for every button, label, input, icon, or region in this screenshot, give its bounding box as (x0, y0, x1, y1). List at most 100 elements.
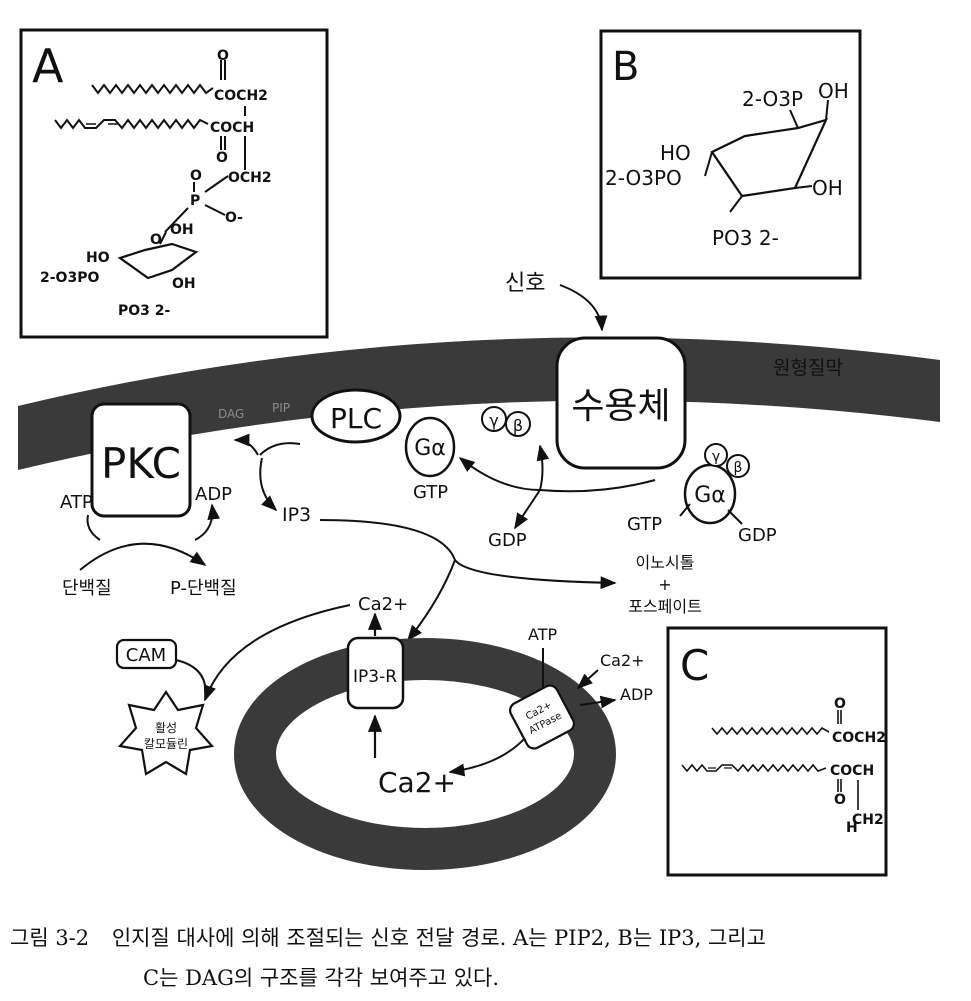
pip2-phosphorus: P (190, 193, 200, 209)
ip3-oh-right: OH (812, 176, 843, 200)
adp-pump-label: ADP (620, 685, 653, 704)
to-gamma-beta-arrow (536, 444, 550, 491)
ca-cytosol-label: Ca2+ (358, 594, 408, 615)
dag-h: H (846, 820, 858, 836)
signal-label: 신호 (505, 271, 545, 296)
panel-a-letter: A (32, 39, 64, 93)
gdp-right-connector (727, 509, 743, 525)
active-label-1: 활성 (155, 721, 177, 735)
endoplasmic-reticulum (234, 638, 616, 870)
g-alpha-left (404, 416, 456, 478)
ip3-ho: HO (660, 141, 691, 165)
receptor-label: 수용체 (571, 386, 670, 427)
ip3-label: IP3 (282, 504, 311, 526)
caption-text-1: 인지질 대사에 의해 조절되는 신호 전달 경로. A는 PIP2, B는 IP… (111, 926, 766, 950)
ip3-release-arrow (259, 457, 278, 512)
active-label-2: 칼모듈린 (144, 737, 188, 751)
phosphate-label: 포스페이트 (628, 597, 702, 616)
beta-subunit-left (505, 411, 531, 437)
exchange-line (539, 479, 656, 493)
phosphorylation-arrow (79, 542, 207, 571)
plasma-membrane-label: 원형질막 (773, 357, 843, 379)
pkc-enzyme (90, 402, 192, 518)
atp-line (86, 514, 101, 541)
pip2-cleavage-line (259, 442, 301, 456)
dag-cooch2: COCH2 (832, 730, 886, 746)
active-calmodulin-star (117, 690, 215, 776)
ip3-o3po: 2-O3PO (605, 166, 682, 190)
ca-atpase-pump: Ca2+ ATPase (509, 684, 575, 750)
cam-line (175, 659, 207, 701)
ip3-to-receptor-arrow (407, 559, 456, 642)
plasma-membrane (18, 337, 940, 470)
gdp-release-arrow (514, 489, 541, 530)
p-protein-label: P-단백질 (170, 578, 237, 599)
gdp-right-label: GDP (738, 525, 777, 546)
pip2-oh-top: OH (170, 222, 194, 238)
atp-pump-label: ATP (528, 625, 557, 644)
pip2-o-ring: O (150, 232, 162, 248)
panel-c-letter: C (680, 641, 709, 690)
gtp-left-label: GTP (413, 482, 448, 503)
ca-to-calmodulin-arrow (203, 604, 351, 702)
figure-caption: 그림 3-2 인지질 대사에 의해 조절되는 신호 전달 경로. A는 PIP2… (10, 918, 965, 998)
plc-label: PLC (330, 402, 382, 435)
cam-label: CAM (126, 645, 166, 666)
pip2-ch2: OCH2 (228, 170, 272, 186)
caption-line-2: C는 DAG의 구조를 각각 보여주고 있다. (143, 966, 500, 990)
receptor (555, 336, 687, 470)
ip3r-label: IP3-R (353, 667, 397, 687)
beta-subunit-right (726, 454, 750, 478)
dag-faint-label: DAG (218, 407, 244, 421)
pip2-po3: PO3 2- (118, 303, 171, 319)
ca-er-label: Ca2+ (378, 766, 456, 799)
atp-pkc-label: ATP (60, 492, 93, 513)
ip3-hydrolysis-arrow (319, 519, 617, 590)
dag-arrow (233, 433, 259, 456)
pip2-oh-right: OH (172, 276, 196, 292)
beta-left-label: β (513, 416, 523, 435)
gdp-left-label: GDP (488, 530, 527, 551)
caption-line-1: 그림 3-2 인지질 대사에 의해 조절되는 신호 전달 경로. A는 PIP2… (10, 918, 965, 958)
adp-arrow (194, 503, 221, 541)
to-g-alpha-arrow (458, 457, 541, 491)
ip3-receptor-channel (346, 636, 405, 710)
gtp-right-label: GTP (627, 514, 662, 535)
pkc-label: PKC (101, 439, 181, 488)
adp-pkc-label: ADP (195, 484, 232, 505)
signal-arrow (559, 284, 608, 332)
ip3-oh-top: OH (818, 79, 849, 103)
panel-b-ip3-structure: B OH 2-O3P HO 2-O3PO OH PO3 2- (599, 29, 862, 280)
pip2-acyl2: COCH (210, 120, 254, 136)
plus-label: + (658, 575, 671, 594)
ca-uptake-arrow (576, 669, 599, 690)
beta-right-label: β (734, 460, 743, 476)
pip2-acyl1: COCH2 (214, 88, 268, 104)
cam-box (115, 638, 178, 670)
protein-label: 단백질 (62, 578, 112, 599)
dag-o-top: O (834, 696, 846, 712)
g-alpha-left-label: Gα (414, 436, 446, 461)
gamma-left-label: γ (489, 411, 498, 430)
caption-number: 그림 3-2 (10, 926, 90, 950)
pip2-o-bottom: O (216, 150, 228, 166)
pip2-o-top: O (217, 48, 229, 64)
pip-faint-label: PIP (272, 401, 290, 415)
panel-b-letter: B (612, 44, 639, 90)
ca-pump-in-arrow (448, 737, 526, 777)
panel-a-pip2-structure: A O COCH2 COCH O OCH2 P O O- O OH HO 2-O… (19, 28, 329, 339)
pip2-o-minus: O- (225, 210, 243, 226)
inositol-label: 이노시톨 (636, 553, 695, 572)
dag-o-bottom: O (834, 792, 846, 808)
dag-coch: COCH (830, 763, 874, 779)
pip2-o-p: O (190, 168, 202, 184)
gtp-right-connector (679, 503, 691, 517)
ca-uptake-label: Ca2+ (600, 651, 645, 670)
gamma-subunit-right (704, 443, 728, 467)
pip2-o3po: 2-O3PO (40, 270, 99, 286)
dag-ch2: CH2 (852, 812, 884, 828)
ip3-po3: PO3 2- (712, 226, 779, 250)
pip2-ho: HO (86, 250, 110, 266)
adp-pump-arrow (579, 695, 617, 709)
